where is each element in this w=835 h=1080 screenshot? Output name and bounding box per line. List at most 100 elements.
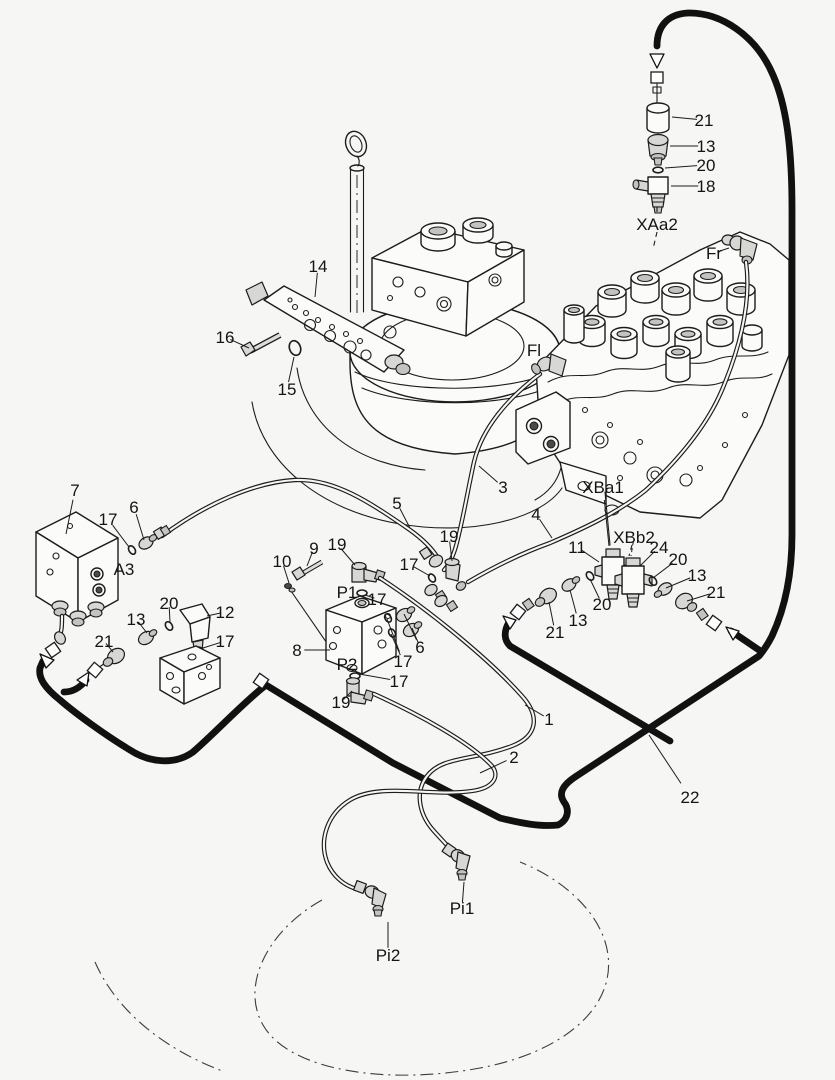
callout-label: XBb2 bbox=[613, 528, 655, 547]
callout-leader bbox=[461, 881, 465, 903]
callout-label: 20 bbox=[669, 550, 688, 569]
p2-fittings bbox=[345, 672, 375, 705]
block7-hose-stub bbox=[53, 613, 67, 645]
callout-label: 13 bbox=[569, 611, 588, 630]
callout-label: 21 bbox=[95, 632, 114, 651]
flow-arrow-icon bbox=[39, 653, 55, 669]
bolt-9-washer-10 bbox=[284, 559, 324, 593]
manifold-mounting-bolt bbox=[240, 332, 282, 357]
callout-leader bbox=[569, 589, 577, 614]
callout-label: 19 bbox=[332, 693, 351, 712]
lifting-eyebolt bbox=[344, 130, 368, 318]
callout-leader bbox=[603, 499, 610, 547]
callout-leader bbox=[539, 519, 553, 539]
pilot-block-7 bbox=[35, 511, 119, 627]
callout-label: 20 bbox=[160, 594, 179, 613]
main-control-valve bbox=[515, 231, 790, 519]
callout-leader bbox=[283, 565, 290, 584]
callout-label: 2 bbox=[509, 748, 518, 767]
callout-label: P2 bbox=[337, 655, 358, 674]
callout-label: 22 bbox=[681, 788, 700, 807]
callout-label: 20 bbox=[697, 156, 716, 175]
callout-label: 24 bbox=[650, 538, 669, 557]
hose-4-pilot-fr bbox=[465, 259, 750, 585]
callout-leader bbox=[630, 541, 634, 557]
callout-label: 1 bbox=[544, 710, 553, 729]
callout-label: 17 bbox=[390, 672, 409, 691]
hose-1 bbox=[377, 575, 536, 854]
callout-leader bbox=[686, 593, 710, 602]
callout-leader bbox=[168, 607, 171, 623]
fr-elbow-fitting bbox=[721, 234, 758, 265]
callout-leader bbox=[413, 566, 431, 577]
callout-leader bbox=[665, 577, 691, 589]
callout-leader bbox=[138, 621, 148, 634]
callout-leader bbox=[399, 508, 411, 529]
o-ring-15 bbox=[288, 339, 302, 357]
callout-label: 21 bbox=[546, 623, 565, 642]
callout-label: XAa2 bbox=[636, 215, 678, 234]
callout-leader bbox=[581, 549, 600, 563]
callout-label: 11 bbox=[568, 538, 586, 557]
callout-leader bbox=[386, 618, 400, 652]
callout-label: Fl bbox=[527, 341, 541, 360]
callout-label: 12 bbox=[216, 603, 235, 622]
callout-leader bbox=[202, 642, 221, 649]
callout-leader bbox=[364, 594, 375, 599]
callout-label: 13 bbox=[697, 137, 716, 156]
hose-2 bbox=[321, 691, 498, 892]
flow-arrow-icon bbox=[502, 615, 517, 630]
callout-label: 16 bbox=[216, 328, 235, 347]
thick-hose-22 bbox=[36, 9, 796, 829]
callout-label: 9 bbox=[309, 539, 318, 558]
callout-label: 6 bbox=[415, 638, 424, 657]
flow-arrow-icon bbox=[76, 671, 90, 687]
callout-leader bbox=[717, 247, 730, 253]
hose-5 bbox=[159, 477, 441, 561]
callout-label: 6 bbox=[129, 498, 138, 517]
callout-leader bbox=[524, 704, 544, 717]
callout-leader bbox=[411, 627, 419, 644]
callout-label: 17 bbox=[216, 632, 235, 651]
callout-leader bbox=[479, 760, 507, 774]
manifold-bar bbox=[245, 281, 411, 376]
callout-label: 17 bbox=[400, 555, 419, 574]
callout-leader bbox=[652, 562, 673, 579]
callout-layer: 1416157176A353FlFr21132018XAa2XBa1XBb241… bbox=[65, 111, 730, 965]
callout-leader bbox=[548, 601, 555, 626]
callout-label: A3 bbox=[114, 560, 135, 579]
callout-label: 21 bbox=[707, 583, 726, 602]
pi2-elbow-fitting bbox=[352, 879, 387, 917]
callout-label: 4 bbox=[531, 505, 540, 524]
p1-fittings bbox=[351, 561, 386, 597]
callout-label: 20 bbox=[593, 595, 612, 614]
callout-label: Fr bbox=[706, 244, 722, 263]
callout-label: 13 bbox=[688, 566, 707, 585]
flow-arrow-icon bbox=[725, 626, 740, 641]
callout-leader bbox=[403, 613, 417, 640]
callout-label: Pi2 bbox=[376, 946, 401, 965]
callout-leader bbox=[648, 734, 682, 784]
callout-label: P1 bbox=[337, 583, 358, 602]
xaa2-fitting-stack bbox=[632, 83, 670, 250]
callout-leader bbox=[105, 643, 114, 653]
callout-leader bbox=[664, 165, 698, 169]
callout-label: 18 bbox=[697, 177, 716, 196]
callout-label: XBa1 bbox=[582, 478, 624, 497]
swing-motor-valve-block bbox=[371, 217, 525, 337]
callout-label: Pi1 bbox=[450, 899, 475, 918]
callout-label: 7 bbox=[70, 481, 79, 500]
shuttle-block-8 bbox=[290, 590, 397, 675]
callout-label: 8 bbox=[292, 641, 301, 660]
callout-leader bbox=[314, 272, 318, 298]
callout-leader bbox=[390, 633, 401, 656]
fl-fitting bbox=[531, 353, 567, 377]
callout-leader bbox=[306, 551, 313, 567]
callout-label: 10 bbox=[273, 552, 292, 571]
callout-leader bbox=[135, 514, 145, 541]
callout-leader bbox=[65, 499, 74, 535]
flow-arrow-icon bbox=[649, 53, 665, 69]
callout-leader bbox=[358, 673, 391, 680]
